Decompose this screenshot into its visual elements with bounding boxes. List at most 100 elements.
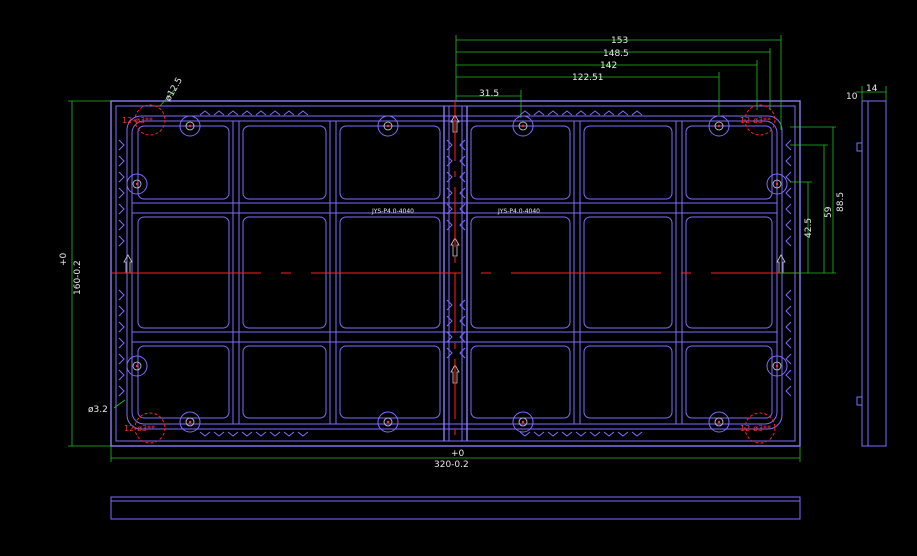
mounting-hole xyxy=(766,355,788,377)
dim-hole-3-2: ø3.2 xyxy=(88,405,108,415)
chevron-mark xyxy=(561,431,573,437)
chevron-mark xyxy=(118,353,125,365)
chevron-mark xyxy=(785,289,792,301)
center-line xyxy=(111,101,800,446)
bottom-view xyxy=(110,496,801,520)
chevron-mark xyxy=(603,110,615,116)
mounting-hole xyxy=(126,355,148,377)
panel-cell xyxy=(339,125,441,200)
bottom-dimension xyxy=(110,446,801,462)
dim-bottom-tol: +0 xyxy=(451,449,465,459)
mounting-hole xyxy=(766,173,788,195)
chevron-mark xyxy=(589,431,601,437)
chevron-mark xyxy=(575,110,587,116)
chevron-mark xyxy=(446,315,453,327)
chevron-mark xyxy=(519,431,531,437)
dim-side-14: 14 xyxy=(866,84,878,94)
chevron-mark xyxy=(283,431,295,437)
chevron-mark xyxy=(297,431,309,437)
chevron-mark xyxy=(446,347,453,359)
panel-cell xyxy=(339,345,441,419)
chevron-mark xyxy=(631,431,643,437)
chevron-mark xyxy=(283,110,295,116)
chevron-mark xyxy=(227,110,239,116)
chevron-mark xyxy=(241,110,253,116)
dim-hole-12-5: ø12.5 xyxy=(164,76,185,103)
dim-top-142: 142 xyxy=(600,61,617,71)
chevron-mark xyxy=(785,337,792,349)
chevron-mark xyxy=(459,187,466,199)
chevron-mark xyxy=(459,219,466,231)
dim-top-153: 153 xyxy=(611,36,628,46)
chevron-mark xyxy=(446,219,453,231)
chevron-mark xyxy=(533,110,545,116)
chevron-mark xyxy=(213,110,225,116)
chevron-mark xyxy=(547,110,559,116)
mounting-holes xyxy=(126,115,788,433)
chevron-mark xyxy=(118,171,125,183)
mounting-hole xyxy=(512,411,534,433)
chevron-mark xyxy=(459,139,466,151)
mounting-hole xyxy=(377,411,399,433)
edge-chevrons xyxy=(118,110,792,437)
corner-label-tr: 12-ø3** xyxy=(740,116,771,125)
dim-top-122-51: 122.51 xyxy=(572,73,604,83)
chevron-mark xyxy=(785,235,792,247)
chevron-mark xyxy=(561,110,573,116)
chevron-mark xyxy=(785,369,792,381)
chevron-mark xyxy=(118,139,125,151)
mounting-hole xyxy=(512,115,534,137)
chevron-mark xyxy=(255,110,267,116)
chevron-mark xyxy=(547,431,559,437)
chevron-mark xyxy=(227,431,239,437)
chevron-mark xyxy=(269,431,281,437)
chevron-mark xyxy=(118,305,125,317)
chevron-mark xyxy=(459,171,466,183)
dim-left-160: 160-0.2 xyxy=(73,260,83,295)
chevron-mark xyxy=(446,155,453,167)
chevron-mark xyxy=(459,331,466,343)
chevron-mark xyxy=(785,305,792,317)
panel-cell xyxy=(470,345,571,419)
chevron-mark xyxy=(297,110,309,116)
chevron-mark xyxy=(255,431,267,437)
chevron-mark xyxy=(446,299,453,311)
panel-cell xyxy=(685,345,773,419)
chevron-mark xyxy=(199,431,211,437)
chevron-mark xyxy=(118,187,125,199)
dim-left-tol: +0 xyxy=(59,252,69,266)
chevron-mark xyxy=(785,203,792,215)
panel-cell xyxy=(583,125,673,200)
panel-cell xyxy=(137,125,230,200)
mounting-hole xyxy=(126,173,148,195)
chevron-mark xyxy=(446,171,453,183)
chevron-mark xyxy=(785,385,792,397)
dim-right-59: 59 xyxy=(824,206,834,218)
chevron-mark xyxy=(785,139,792,151)
chevron-mark xyxy=(118,385,125,397)
chevron-mark xyxy=(241,431,253,437)
chevron-mark xyxy=(213,431,225,437)
chevron-mark xyxy=(519,110,531,116)
chevron-mark xyxy=(446,139,453,151)
chevron-mark xyxy=(118,235,125,247)
chevron-mark xyxy=(459,347,466,359)
corner-label-tl: 12-ø3** xyxy=(122,116,153,125)
part-label-right: JYS-P4.0-4040 xyxy=(497,208,540,215)
chevron-mark xyxy=(785,187,792,199)
chevron-mark xyxy=(118,337,125,349)
chevron-mark xyxy=(118,321,125,333)
chevron-mark xyxy=(269,110,281,116)
corner-bosses xyxy=(134,104,776,444)
hole-callouts xyxy=(113,87,177,409)
mounting-hole xyxy=(708,411,730,433)
chevron-mark xyxy=(603,431,615,437)
chevron-mark xyxy=(589,110,601,116)
chevron-mark xyxy=(118,203,125,215)
chevron-mark xyxy=(459,299,466,311)
panel-cell xyxy=(470,125,571,200)
chevron-mark xyxy=(118,155,125,167)
chevron-mark xyxy=(459,315,466,327)
dim-bottom-320: 320-0.2 xyxy=(434,460,469,470)
